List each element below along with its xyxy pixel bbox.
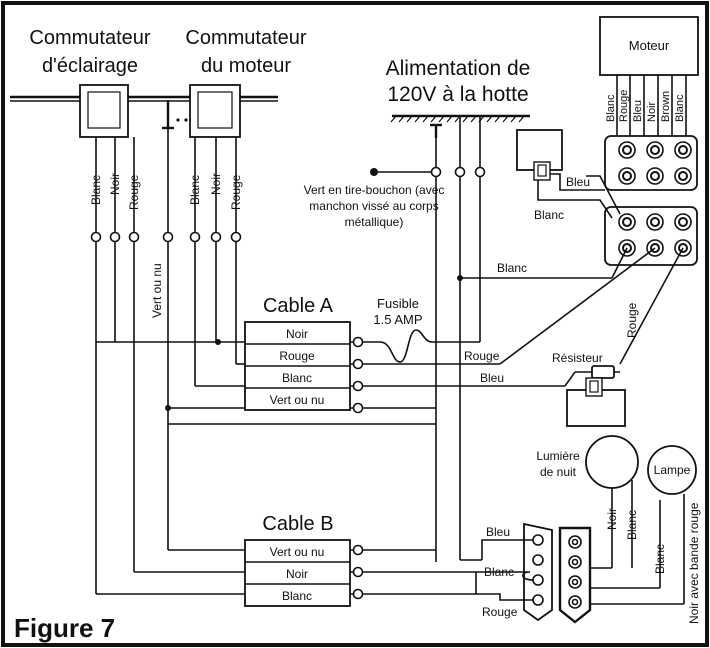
motor-switch-title-1: Commutateur: [185, 27, 306, 49]
ground-screw-icon: [370, 168, 378, 176]
label-rouge-b: Rouge: [482, 605, 518, 619]
fuse-label-1: Fusible: [377, 296, 419, 311]
night-light-label-1: Lumière: [536, 449, 580, 463]
terminal-rings: [90, 166, 486, 600]
lamp-wire-blanc: Blanc: [653, 544, 667, 574]
motor-wire-4: Noir: [646, 101, 658, 122]
lamp-label: Lampe: [654, 463, 691, 477]
cable-a-title: Cable A: [263, 295, 334, 317]
label-bleu-b: Bleu: [486, 525, 510, 539]
motor-wire-3: Bleu: [632, 100, 644, 122]
light-switch-title-1: Commutateur: [29, 27, 150, 49]
label-rouge-a: Rouge: [464, 349, 500, 363]
cable-b-row-3: Blanc: [282, 589, 312, 603]
label-bleu-a: Bleu: [480, 371, 504, 385]
capacitor-box: [516, 129, 563, 181]
cable-b-row-1: Vert ou nu: [270, 545, 325, 559]
label-blanc-mid: Blanc: [497, 261, 527, 275]
light-switch-title-2: d'éclairage: [42, 55, 138, 77]
ground-note-2: manchon vissé au corps: [309, 199, 438, 213]
motor-connector: [604, 135, 698, 191]
power-title-2: 120V à la hotte: [387, 83, 528, 106]
resistor: [566, 365, 626, 427]
junction-dots: [165, 275, 463, 411]
hood-connector: [604, 206, 698, 266]
capacitor-wire-blanc: Blanc: [534, 208, 564, 222]
lower-connector-right: [558, 526, 592, 624]
fuse-symbol: [379, 329, 433, 363]
figure-label: Figure 7: [14, 613, 115, 643]
label-blanc-b: Blanc: [484, 565, 514, 579]
motor-title: Moteur: [629, 38, 670, 53]
ground-note-3: métallique): [345, 215, 404, 229]
cable-a-box: [244, 321, 351, 411]
motor-wire-6: Blanc: [674, 94, 686, 122]
resistor-label: Résisteur: [552, 351, 603, 365]
power-supply-bar: [390, 114, 530, 138]
lamp-wire-noir-rouge: Noir avec bande rouge: [687, 502, 701, 624]
cable-a-row-3: Blanc: [282, 371, 312, 385]
motor-wire-1: Blanc: [605, 94, 617, 122]
motor-wire-5: Brown: [660, 91, 672, 122]
cable-b-box: [244, 539, 351, 607]
capacitor-wire-bleu: Bleu: [566, 175, 590, 189]
power-title-1: Alimentation de: [386, 57, 531, 80]
lower-connector-wires: [476, 539, 534, 601]
cable-a-row-1: Noir: [286, 327, 308, 341]
cable-b-row-2: Noir: [286, 567, 308, 581]
ground-wire-label: Vert ou nu: [150, 263, 164, 318]
night-light-wire-blanc: Blanc: [625, 510, 639, 540]
lamp: [647, 445, 697, 495]
motor-box: Moteur: [599, 16, 699, 138]
label-rouge-vertical: Rouge: [625, 302, 639, 338]
night-light: [585, 435, 639, 489]
cable-a-row-2: Rouge: [279, 349, 315, 363]
fuse-label-2: 1.5 AMP: [373, 312, 422, 327]
lower-connector-left: [523, 522, 553, 622]
motor-switch-title-2: du moteur: [201, 55, 291, 77]
wires: [95, 116, 685, 605]
night-light-label-2: de nuit: [540, 465, 577, 479]
cable-b-title: Cable B: [262, 513, 333, 535]
light-switch: [79, 84, 135, 150]
ground-note-1: Vert en tire-bouchon (avec: [304, 183, 445, 197]
motor-switch: [189, 84, 241, 150]
night-light-wire-noir: Noir: [605, 508, 619, 530]
motor-wire-2: Rouge: [618, 90, 630, 122]
cable-a-row-4: Vert ou nu: [270, 393, 325, 407]
